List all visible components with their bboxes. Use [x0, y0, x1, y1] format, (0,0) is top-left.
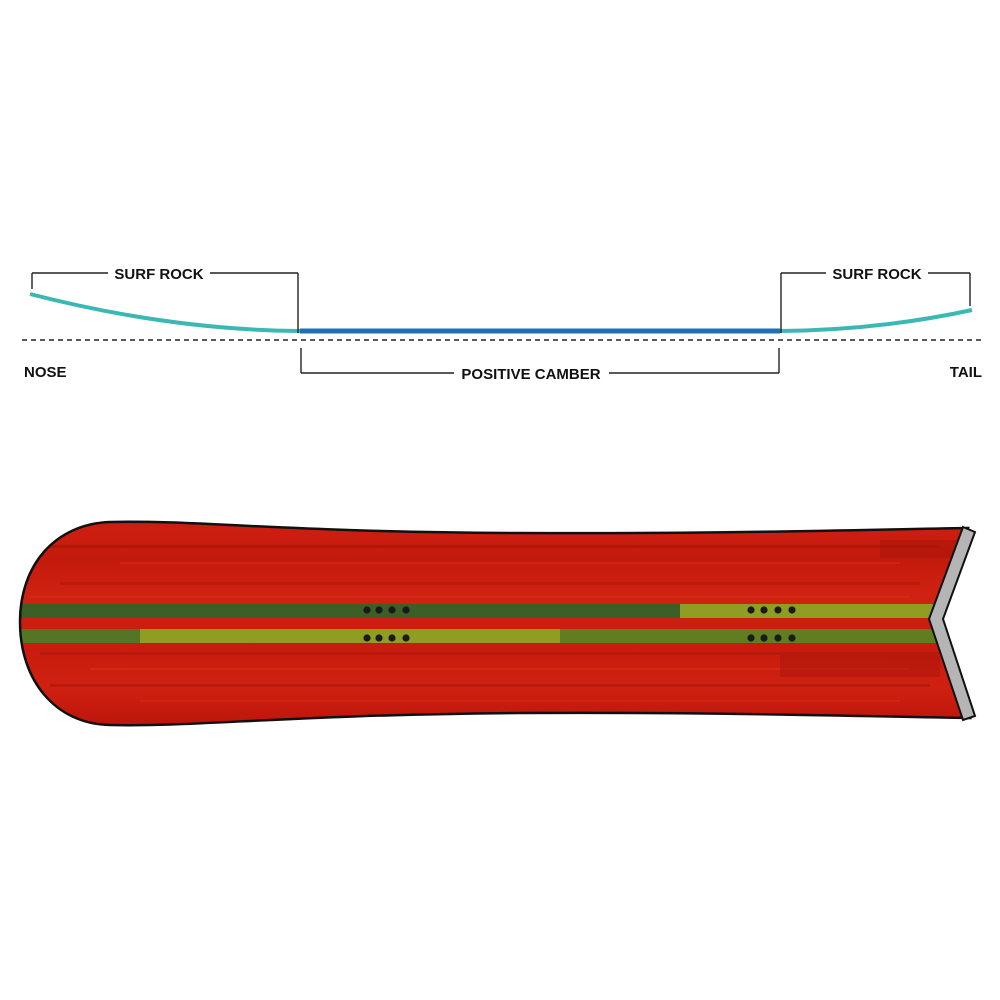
nose-label: NOSE: [24, 364, 67, 381]
rear-binding-inserts: [747, 606, 796, 642]
insert-hole: [388, 634, 396, 642]
snowboard-topsheet: [18, 520, 977, 727]
nose-surf-rock-bracket: [31, 272, 299, 333]
nose-surf-rock-label: SURF ROCK: [114, 266, 203, 283]
positive-camber-label: POSITIVE CAMBER: [461, 366, 600, 383]
camber-profile: SURF ROCK SURF ROCK POSITIVE CAMBER NOSE…: [22, 266, 982, 383]
insert-hole: [760, 634, 768, 642]
tail-surf-rock-bracket: [780, 272, 971, 333]
wood-grain: [30, 540, 960, 702]
tail-label: TAIL: [950, 364, 982, 381]
front-binding-inserts: [363, 606, 410, 642]
insert-hole: [760, 606, 768, 614]
board-outline: [18, 520, 972, 727]
insert-hole: [774, 606, 782, 614]
insert-hole: [363, 634, 371, 642]
insert-hole: [375, 606, 383, 614]
insert-hole: [788, 634, 796, 642]
insert-hole: [788, 606, 796, 614]
insert-hole: [774, 634, 782, 642]
positive-camber-bracket: [300, 348, 780, 374]
nose-rocker-curve: [29, 292, 301, 333]
lower-stringer: [20, 629, 940, 643]
insert-hole: [747, 634, 755, 642]
insert-hole: [747, 606, 755, 614]
swallowtail-edge: [927, 525, 977, 722]
tail-surf-rock-label: SURF ROCK: [832, 266, 921, 283]
insert-hole: [402, 606, 410, 614]
tail-rocker-curve: [779, 308, 973, 333]
insert-hole: [375, 634, 383, 642]
insert-hole: [402, 634, 410, 642]
insert-hole: [388, 606, 396, 614]
insert-hole: [363, 606, 371, 614]
